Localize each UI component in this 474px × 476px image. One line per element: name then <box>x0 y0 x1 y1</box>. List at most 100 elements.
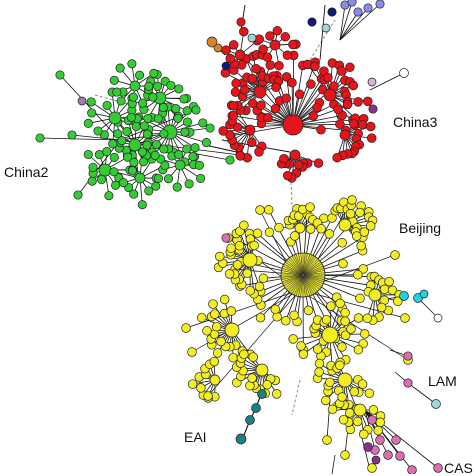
china2-node <box>132 122 140 130</box>
china3-node <box>264 113 273 122</box>
beijing-node <box>256 206 265 215</box>
beijing-node <box>365 389 374 398</box>
china3-node <box>288 78 297 87</box>
beijing-hub-node <box>339 219 351 231</box>
cas-node <box>368 416 377 425</box>
china3-node <box>334 105 343 114</box>
china3-node <box>309 112 318 121</box>
beijing-node <box>272 390 281 399</box>
cas-node <box>434 464 443 473</box>
china3-node <box>346 63 355 72</box>
china2-node <box>117 97 125 105</box>
china2-node <box>138 201 146 209</box>
china2-node <box>138 148 146 156</box>
beijing-node <box>289 335 298 344</box>
china2-node <box>143 130 151 138</box>
china3-hub-node <box>254 86 266 98</box>
beijing-node <box>240 221 249 230</box>
purple-node <box>369 105 377 113</box>
china3-node <box>336 120 345 129</box>
eai-node <box>246 416 255 425</box>
beijing-node <box>385 277 394 286</box>
cas-purple-node <box>372 456 380 464</box>
beijing-node <box>243 269 252 278</box>
china2-node <box>113 88 121 96</box>
beijing-node <box>225 270 234 279</box>
china2-node <box>167 81 175 89</box>
china3-node <box>343 100 352 109</box>
beijing-hub-node <box>225 323 239 337</box>
cas-node <box>376 436 385 445</box>
china2-node <box>144 114 152 122</box>
beijing-node <box>182 324 191 333</box>
beijing-node <box>306 203 315 212</box>
china3-hub-node <box>235 50 245 60</box>
china3-node <box>257 101 266 110</box>
white-node <box>434 314 442 322</box>
beijing-node <box>338 238 347 247</box>
label-lam: LAM <box>428 373 457 389</box>
china2-node <box>36 134 44 142</box>
beijing-node <box>339 259 348 268</box>
label-eai: EAI <box>184 429 207 445</box>
china2-node <box>139 158 147 166</box>
light-teal-node <box>248 34 256 42</box>
china3-hub-node <box>340 130 350 140</box>
china3-node <box>283 51 292 60</box>
china3-node <box>239 27 248 36</box>
china3-node <box>247 138 256 147</box>
blue-node <box>364 4 372 12</box>
china2-node <box>160 130 168 138</box>
beijing-node <box>313 345 322 354</box>
beijing-node <box>339 415 348 424</box>
china2-node <box>183 145 191 153</box>
china3-node <box>358 120 367 129</box>
beijing-node <box>350 387 359 396</box>
china2-node <box>154 114 162 122</box>
china2-hub-node <box>109 112 121 124</box>
china3-node <box>229 111 238 120</box>
china2-node <box>175 150 183 158</box>
china2-node <box>153 82 161 90</box>
china2-node <box>181 128 189 136</box>
china3-hub-node <box>290 150 300 160</box>
beijing-node <box>368 464 377 473</box>
china2-node <box>103 147 111 155</box>
beijing-node <box>341 317 350 326</box>
china2-node <box>202 138 210 146</box>
beijing-node <box>297 342 306 351</box>
beijing-node <box>328 405 337 414</box>
china2-node <box>56 71 64 79</box>
china3-edge <box>320 5 325 60</box>
china2-node <box>119 179 127 187</box>
beijing-node <box>240 350 249 359</box>
china2-node <box>88 109 96 117</box>
china2-node <box>206 124 214 132</box>
china2-node <box>191 144 199 152</box>
china3-node <box>333 153 342 162</box>
china2-hub-node <box>130 81 140 91</box>
beijing-node <box>327 302 336 311</box>
beijing-node <box>345 409 354 418</box>
beijing-node <box>341 451 350 460</box>
china2-node <box>145 187 153 195</box>
china2-node <box>164 175 172 183</box>
china2-node <box>94 127 102 135</box>
beijing-node <box>210 357 219 366</box>
eai-node <box>236 434 246 444</box>
china3-node <box>252 64 261 73</box>
china3-node <box>313 103 322 112</box>
china2-hub-node <box>99 164 111 176</box>
beijing-hub-node <box>256 364 268 376</box>
china3-node <box>349 81 358 90</box>
china3-node <box>314 159 323 168</box>
china3-node <box>311 62 320 71</box>
beijing-node <box>315 359 324 368</box>
beijing-node <box>235 241 244 250</box>
china2-node <box>183 107 191 115</box>
china2-node <box>150 69 158 77</box>
china3-node <box>229 101 238 110</box>
blue-node <box>354 8 362 16</box>
blue-node <box>348 0 356 6</box>
